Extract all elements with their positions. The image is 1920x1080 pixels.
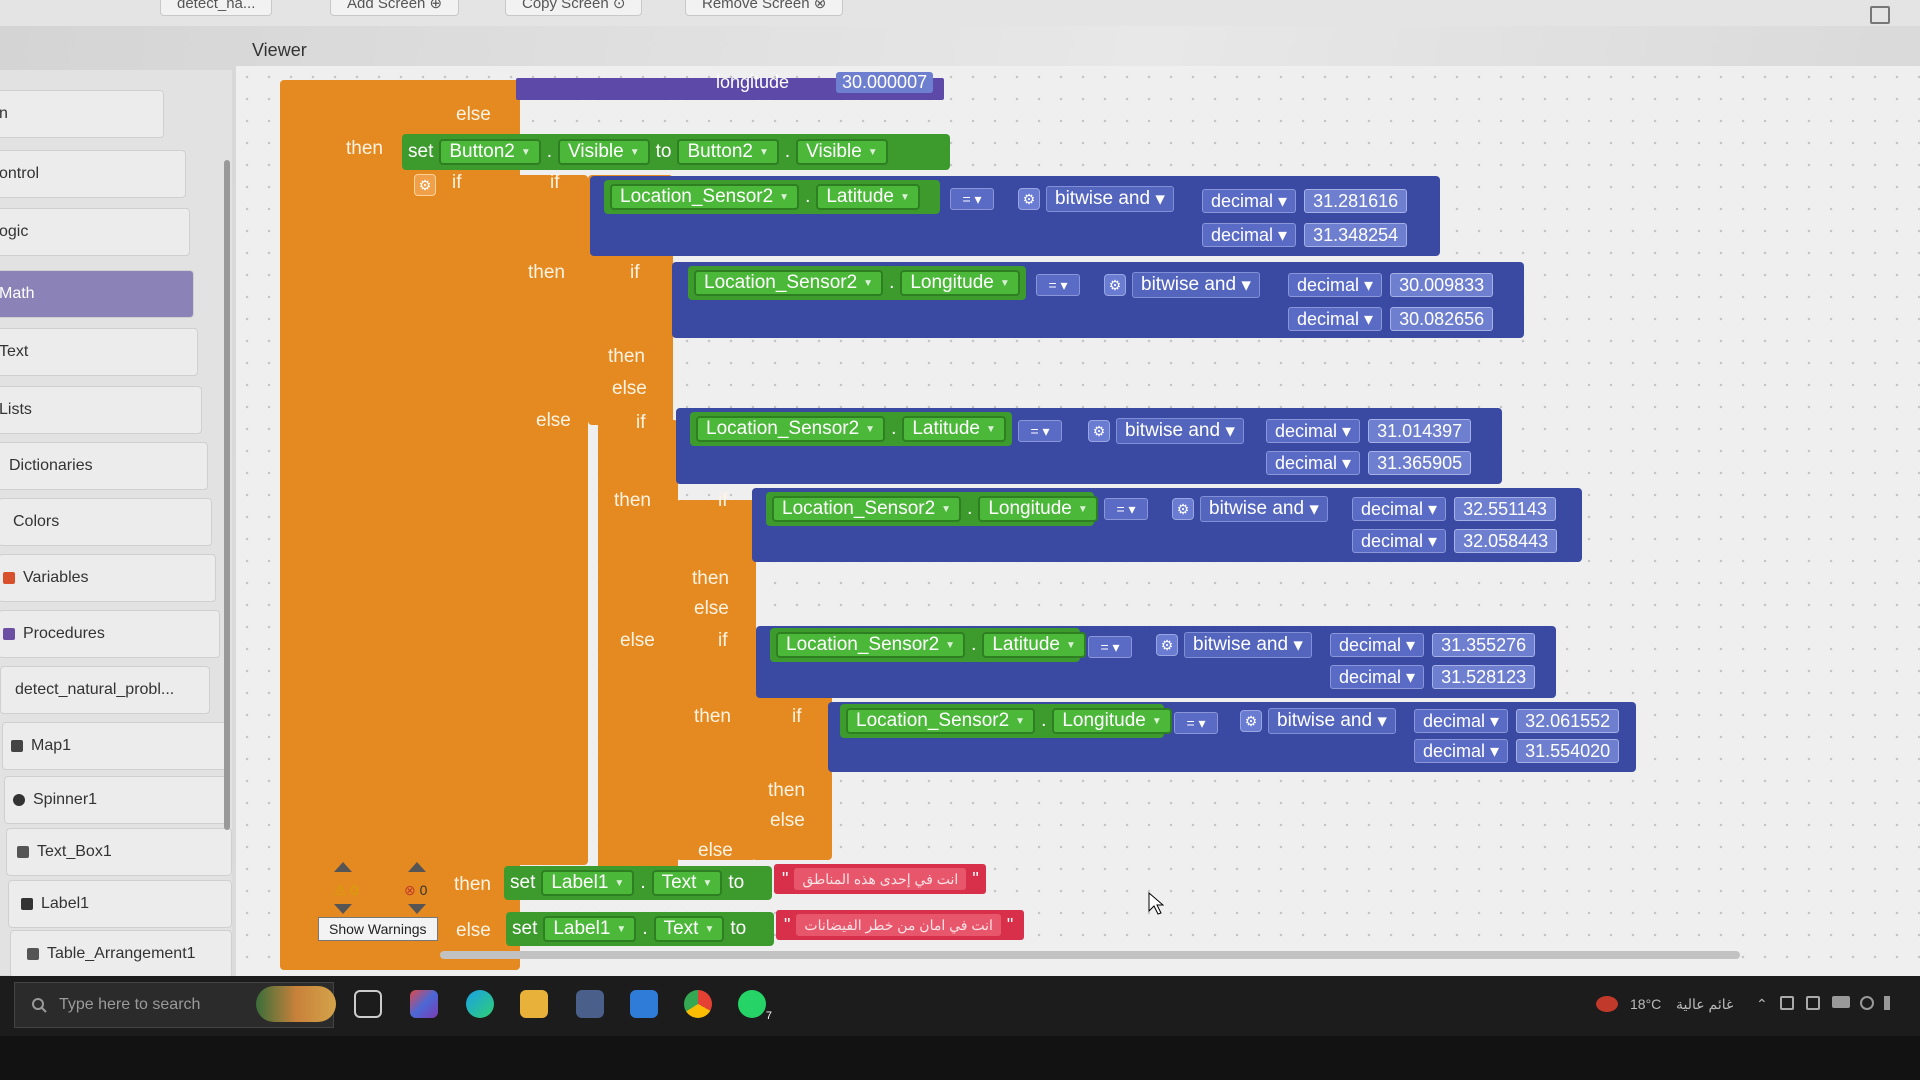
- sidebar-item-screen[interactable]: detect_natural_probl...: [0, 666, 210, 714]
- warning-icon: ⚠ 0: [334, 882, 359, 898]
- whatsapp-icon[interactable]: 7: [738, 990, 772, 1022]
- spinner-icon: [13, 794, 25, 806]
- sidebar-item-control[interactable]: ontrol: [0, 150, 186, 198]
- sensor-getter-4[interactable]: Location_Sensor2▼. Longitude▼: [766, 492, 1098, 526]
- blocks-sidebar: n ontrol ogic Math Text Lists Dictionari…: [0, 70, 232, 978]
- if-block-level3[interactable]: [508, 175, 588, 865]
- if-block-level5[interactable]: [598, 420, 678, 870]
- workspace-horizontal-scrollbar[interactable]: [440, 951, 1740, 959]
- sidebar-item-logic[interactable]: ogic: [0, 208, 190, 256]
- sidebar-item-text[interactable]: Text: [0, 328, 198, 376]
- then-keyword: then: [346, 138, 383, 159]
- tray-chevron-icon[interactable]: ⌃: [1756, 996, 1768, 1012]
- set-label1-text-then[interactable]: set Label1▼. Text▼ to: [504, 866, 772, 900]
- wifi-icon[interactable]: [1860, 996, 1874, 1010]
- mouse-cursor-icon: [1148, 892, 1164, 915]
- sidebar-item-label1[interactable]: Label1: [8, 880, 232, 928]
- gear-icon[interactable]: ⚙: [1172, 498, 1194, 520]
- display-icon[interactable]: [1806, 996, 1820, 1010]
- sidebar-item-math[interactable]: Math: [0, 270, 194, 318]
- warn-down-arrow-icon[interactable]: [334, 904, 352, 914]
- sidebar-item-colors[interactable]: Colors: [0, 498, 212, 546]
- error-icon: ⊗ 0: [404, 882, 428, 898]
- screen-selector[interactable]: detect_na...: [160, 0, 273, 16]
- sidebar-item-dictionaries[interactable]: Dictionaries: [0, 442, 208, 490]
- else-keyword: else: [456, 104, 491, 125]
- keyboard-icon[interactable]: [1832, 996, 1850, 1008]
- sidebar-item-spinner1[interactable]: Spinner1: [4, 776, 230, 824]
- procedures-color-icon: [3, 628, 15, 640]
- chrome-icon[interactable]: [684, 990, 712, 1018]
- task-view-icon[interactable]: [354, 990, 382, 1018]
- sidebar-item-table-arrangement1[interactable]: Table_Arrangement1: [10, 930, 232, 978]
- gear-icon[interactable]: ⚙: [1104, 274, 1126, 296]
- sensor-getter-5[interactable]: Location_Sensor2▼. Latitude▼: [770, 628, 1086, 662]
- sensor-getter-6[interactable]: Location_Sensor2▼. Longitude▼: [840, 704, 1172, 738]
- text-string-else[interactable]: "انت في امان من خطر الفيضانات": [776, 910, 1024, 940]
- file-explorer-icon[interactable]: [520, 990, 548, 1018]
- search-highlight-image[interactable]: [256, 986, 336, 1022]
- edge-browser-icon[interactable]: [466, 990, 494, 1018]
- button2-dropdown[interactable]: Button2▼: [439, 139, 541, 165]
- mail-icon[interactable]: [630, 990, 658, 1018]
- viewer-title: Viewer: [252, 40, 307, 60]
- remove-screen-button[interactable]: Remove Screen ⊗: [685, 0, 844, 16]
- copy-screen-button[interactable]: Copy Screen ⊙: [505, 0, 643, 16]
- partial-logic-block[interactable]: longitude 30.000007: [516, 72, 944, 100]
- gear-icon[interactable]: ⚙: [1018, 188, 1040, 210]
- gear-icon[interactable]: ⚙: [1240, 710, 1262, 732]
- monitor-bezel: [0, 1036, 1920, 1080]
- network-icon[interactable]: [1780, 996, 1794, 1010]
- sidebar-item-lists[interactable]: Lists: [0, 386, 202, 434]
- sidebar-scrollbar[interactable]: [224, 160, 230, 830]
- sidebar-item-textbox1[interactable]: Text_Box1: [6, 828, 232, 876]
- sidebar-item-procedures[interactable]: Procedures: [0, 610, 220, 658]
- gear-icon[interactable]: ⚙: [1156, 634, 1178, 656]
- if-block-level6[interactable]: [676, 500, 756, 860]
- label-icon: [21, 898, 33, 910]
- warn-up-arrow-icon[interactable]: [334, 862, 352, 872]
- sensor-getter-3[interactable]: Location_Sensor2▼. Latitude▼: [690, 412, 1012, 446]
- set-button2-visible-block[interactable]: set Button2▼ . Visible▼ to Button2▼ . Vi…: [402, 134, 950, 170]
- search-icon: [32, 998, 47, 1013]
- weather-icon: [1596, 996, 1618, 1012]
- mutator-gear-icon[interactable]: ⚙: [414, 174, 436, 196]
- sidebar-item-variables[interactable]: Variables: [0, 554, 216, 602]
- button2-getter-dropdown[interactable]: Button2▼: [677, 139, 779, 165]
- error-up-arrow-icon[interactable]: [408, 862, 426, 872]
- copilot-icon[interactable]: [410, 990, 438, 1018]
- visible-getter-dropdown[interactable]: Visible▼: [796, 139, 888, 165]
- top-toolbar: detect_na... Add Screen ⊕ Copy Screen ⊙ …: [0, 0, 1920, 26]
- sensor-getter-2[interactable]: Location_Sensor2▼. Longitude▼: [688, 266, 1026, 300]
- sensor-getter-1[interactable]: Location_Sensor2▼. Latitude▼: [604, 180, 940, 214]
- gear-icon[interactable]: ⚙: [1088, 420, 1110, 442]
- window-icon[interactable]: [1870, 6, 1890, 24]
- windows-taskbar: Type here to search 7 18°C غائم عالية ⌃: [0, 976, 1920, 1036]
- text-string-then[interactable]: "انت في إحدى هذه المناطق": [774, 864, 986, 894]
- compare-op-1[interactable]: = ▾: [950, 188, 994, 210]
- show-warnings-button[interactable]: Show Warnings: [318, 917, 438, 941]
- volume-icon[interactable]: [1884, 996, 1898, 1010]
- sidebar-item-built-in[interactable]: n: [0, 90, 164, 138]
- bitwise-block-1[interactable]: ⚙ bitwise and ▾: [1018, 184, 1174, 214]
- warnings-indicator: ⚠ 0 ⊗ 0: [334, 860, 444, 920]
- sidebar-item-map1[interactable]: Map1: [2, 722, 228, 770]
- microsoft-store-icon[interactable]: [576, 990, 604, 1018]
- visible-dropdown[interactable]: Visible▼: [558, 139, 650, 165]
- textbox-icon: [17, 846, 29, 858]
- add-screen-button[interactable]: Add Screen ⊕: [330, 0, 460, 16]
- error-down-arrow-icon[interactable]: [408, 904, 426, 914]
- table-icon: [27, 948, 39, 960]
- if-block-level2[interactable]: [404, 170, 514, 970]
- map-icon: [11, 740, 23, 752]
- set-label1-text-else[interactable]: set Label1▼. Text▼ to: [506, 912, 774, 946]
- variables-color-icon: [3, 572, 15, 584]
